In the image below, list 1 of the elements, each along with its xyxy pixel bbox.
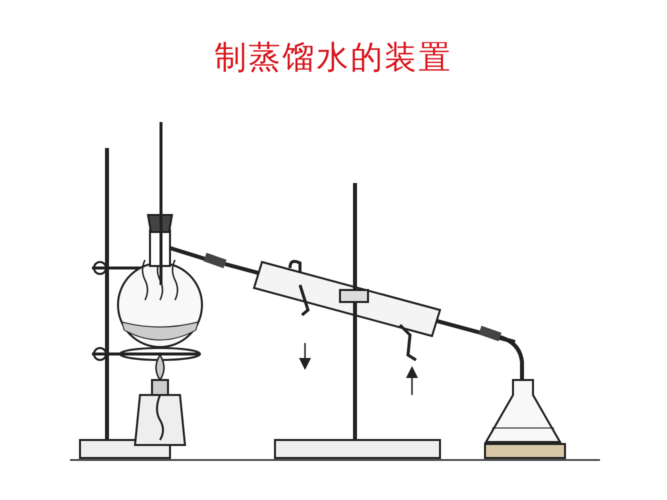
title: 制蒸馏水的装置 bbox=[214, 38, 452, 76]
